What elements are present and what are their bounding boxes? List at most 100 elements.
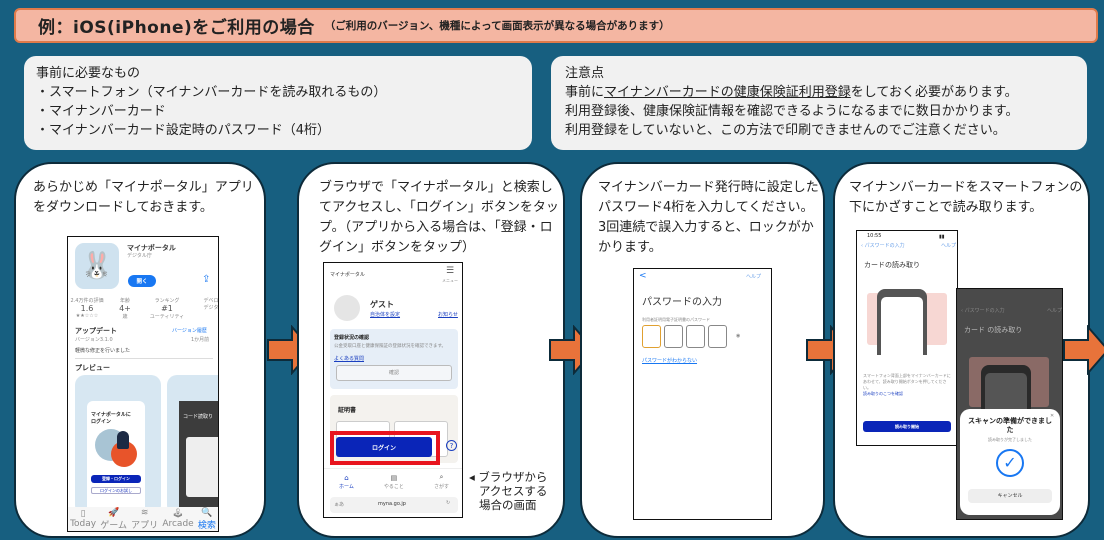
help-link[interactable]: ヘルプ [941,243,957,249]
faq-link[interactable]: よくある質問 [334,356,365,362]
notes-line-1: 事前にマイナンバーカードの健康保険証利用登録をしておく必要があります。 [565,83,1073,102]
certificate-heading: 証明書 [338,407,357,414]
tab-apps[interactable]: ≋アプリ [131,507,159,531]
requirements-heading: 事前に必要なもの [36,66,141,81]
browser-callout: ◂ ブラウザから アクセスする 場合の画面 [469,470,548,512]
nav-todo[interactable]: ▤やること [383,473,404,490]
scan-ready-screenshot: ‹ パスワードの入力 ヘルプ カード の読み取り ✕ スキャンの準備ができました… [956,288,1063,520]
tab-arcade[interactable]: 🕹Arcade [162,509,194,529]
title-note: （ご利用のバージョン、機種によって画面表示が異なる場合があります） [324,20,670,32]
bottom-nav: ⌂ホーム ▤やること ⌕さがす [324,468,462,494]
reload-icon[interactable]: ↻ [446,500,451,506]
status-check-panel: 登録状況の確認 公金受取口座と健康保険証の登録状況を確認できます。 よくある質問… [330,329,458,389]
stat-developer: デベロ デジタ [203,298,219,311]
step-3-text: マイナンバーカード発行時に設定したパスワード4桁を入力してください。3回連続で誤… [598,180,819,255]
version-history-link[interactable]: バージョン履歴 [172,328,207,334]
step-3-card: マイナンバーカード発行時に設定したパスワード4桁を入力してください。3回連続で誤… [580,162,825,538]
title-banner: 例：iOS(iPhone)をご利用の場合 （ご利用のバージョン、機種によって画面… [14,8,1098,43]
update-heading: アップデート [75,327,117,335]
notes-box: 注意点 事前にマイナンバーカードの健康保険証利用登録をしておく必要があります。 … [551,56,1087,150]
myna-portal-web-screenshot: マイナポータル ☰ メニュー ゲスト 自治体を設定 お知らせ 登録状況の確認 公… [323,262,463,518]
step-1-card: あらかじめ「マイナポータル」アプリをダウンロードしておきます。 🐰 マイナポータ… [14,162,266,538]
help-link[interactable]: ヘルプ [746,274,762,280]
divider [75,358,213,359]
overlay-heading: カード の読み取り [964,326,1023,334]
pin-digit-3[interactable] [686,325,705,348]
forgot-password-link[interactable]: パスワードがわからない [642,358,698,364]
close-icon[interactable]: ✕ [1050,413,1055,419]
pin-digit-1[interactable] [642,325,661,348]
developer-name: デジタル庁 [127,253,152,259]
confirm-button[interactable]: 確認 [336,365,452,381]
stat-age: 年齢 4+ 歳 [119,298,131,320]
notes-heading: 注意点 [565,66,605,81]
cancel-button[interactable]: キャンセル [968,489,1052,503]
step-2-card: ブラウザで「マイナポータル」と検索してアクセスし、「ログイン」ボタンをタップ。（… [297,162,565,538]
app-store-screenshot: 🐰 マイナポータル デジタル庁 開く ⇪ 2.4万件の評価 1.6 ★★☆☆☆ … [67,236,219,532]
stat-ranking: ランキング #1 ユーティリティ [149,298,185,320]
notes-text: 事前に [565,85,605,100]
scan-ready-sheet: ✕ スキャンの準備ができました 読み取りが完了しました ✓ キャンセル [960,409,1060,515]
help-icon[interactable]: ? [446,440,457,451]
updated-ago: 1か月前 [191,337,210,343]
tab-search[interactable]: 🔍検索 [197,507,216,531]
nav-search[interactable]: ⌕さがす [433,473,449,490]
open-app-button[interactable]: 開く [128,275,156,287]
step-2-text: ブラウザで「マイナポータル」と検索してアクセスし、「ログイン」ボタンをタップ。（… [319,180,559,255]
scan-ready-heading: スキャンの準備ができました [968,417,1052,434]
card-read-heading: カードの読み取り [864,261,920,269]
municipality-link[interactable]: 自治体を設定 [370,312,401,318]
status-time: 10:55 [867,233,882,239]
show-password-icon[interactable]: ◉ [736,333,741,339]
arrow-right-icon [1063,325,1104,375]
card-reading-screenshot: 10:55 ▮▮ ‹ パスワードの入力 ヘルプ カードの読み取り スマートフォン… [856,230,958,446]
avatar [334,295,360,321]
phone-silhouette [877,289,927,355]
back-link[interactable]: ‹ パスワードの入力 [861,243,905,249]
requirement-item: ・マイナンバーカード設定時のパスワード（4桁） [36,123,331,138]
login-highlight [330,431,440,465]
nav-home[interactable]: ⌂ホーム [339,473,354,490]
user-name: ゲスト [370,300,394,309]
site-title: マイナポータル [330,272,365,278]
status-icons: ▮▮ [939,234,945,240]
update-note: 軽微な修正を行いました [75,348,131,354]
tab-today[interactable]: ▯Today [70,509,97,529]
menu-label: メニュー [442,278,458,283]
start-reading-button[interactable]: 読み取り開始 [863,421,951,432]
requirements-box: 事前に必要なもの ・スマートフォン（マイナンバーカードを読み取れるもの） ・マイ… [24,56,532,150]
url-text: myna.go.jp [378,501,406,507]
share-icon[interactable]: ⇪ [202,274,211,285]
checkmark-icon: ✓ [996,449,1024,477]
pin-digit-2[interactable] [664,325,683,348]
notice-link[interactable]: お知らせ [438,312,458,318]
status-body: 公金受取口座と健康保険証の登録状況を確認できます。 [334,344,447,349]
step-4-text: マイナンバーカードをスマートフォンの下にかざすことで読み取ります。 [849,180,1083,215]
browser-address-bar[interactable]: ぁあ myna.go.jp ↻ [330,497,458,513]
scan-ready-sub: 読み取りが完了しました [988,437,1032,442]
step-1-text: あらかじめ「マイナポータル」アプリをダウンロードしておきます。 [33,180,254,215]
app-store-tabbar: ▯Today 🚀ゲーム ≋アプリ 🕹Arcade 🔍検索 [68,507,218,531]
preview-image-2[interactable]: コード読取り [167,375,218,515]
tab-games[interactable]: 🚀ゲーム [100,507,127,531]
back-icon[interactable]: < [639,271,647,281]
notes-line-2: 利用登録後、健康保険証情報を確認できるようになるまでに数日かかります。 [565,104,1019,119]
instruction-text: スマートフォン背面上部をマイナンバーカードにあわせて、読み取り開始ボタンを押して… [863,373,951,390]
password-field-label: 利用者証明用電子証明書のパスワード [642,317,710,322]
health-insurance-registration-link: マイナンバーカードの健康保険証利用登録 [604,85,851,100]
version-label: バージョン3.1.0 [75,337,113,343]
password-input-screenshot: < ヘルプ パスワードの入力 利用者証明用電子証明書のパスワード ◉ パスワード… [633,268,772,520]
menu-icon[interactable]: ☰ [446,266,455,276]
preview-image-1[interactable]: マイナポータルにログイン 登録・ログイン ログインのお試し [75,375,161,515]
stat-rating: 2.4万件の評価 1.6 ★★☆☆☆ [70,298,104,319]
pin-digit-4[interactable] [708,325,727,348]
notes-line-3: 利用登録をしていないと、この方法で印刷できませんのでご注意ください。 [565,123,1006,138]
preview-heading: プレビュー [75,364,110,372]
myna-rabbit-icon: 🐰 [75,243,119,289]
notes-text: をしておく必要があります。 [850,85,1018,100]
tips-link[interactable]: 読み取りのこつを確認 [863,391,903,396]
login-button[interactable]: ログイン [336,437,432,457]
app-name: マイナポータル [127,244,176,252]
requirement-item: ・スマートフォン（マイナンバーカードを読み取れるもの） [36,85,387,100]
step-4-card: マイナンバーカードをスマートフォンの下にかざすことで読み取ります。 10:55 … [833,162,1090,538]
